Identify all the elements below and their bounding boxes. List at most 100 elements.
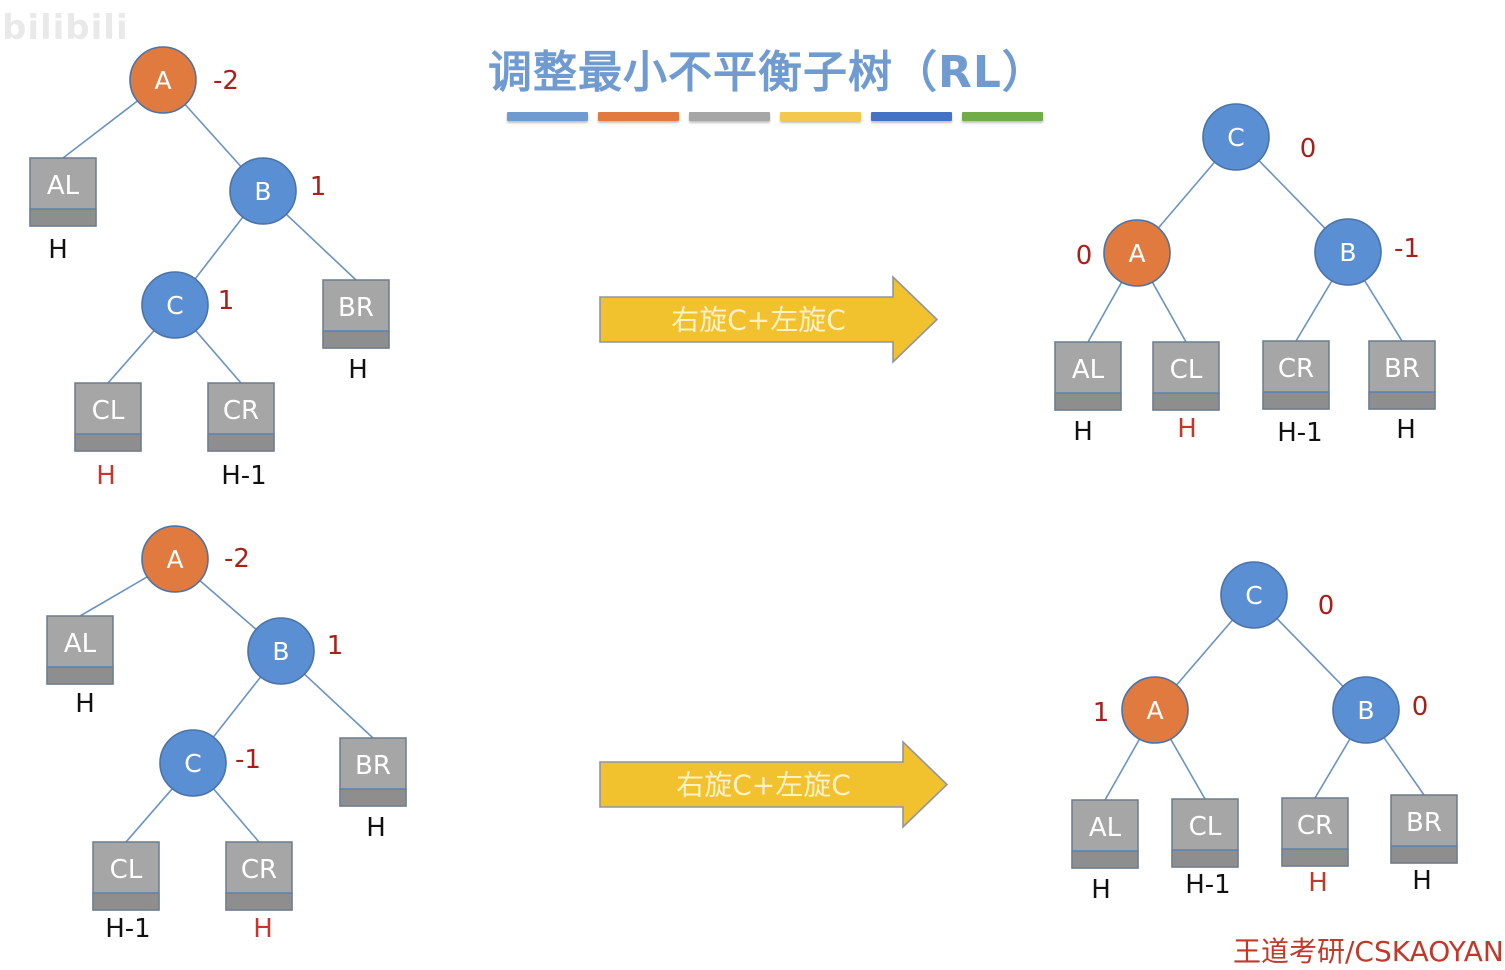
- bottom-after-edge-C-B: [1276, 618, 1344, 687]
- top-after-subtree-BR-base: [1368, 391, 1436, 410]
- top-after-subtree-CL-label: CL: [1170, 355, 1203, 385]
- top-after-edge-C-B: [1258, 160, 1326, 229]
- bottom-after-subtree-BR-height: H: [1412, 866, 1432, 896]
- footer-credit: 王道考研/CSKAOYAN: [1233, 935, 1504, 968]
- top-after-node-B-label: B: [1339, 238, 1356, 267]
- bottom-before-edge-B-BR: [303, 673, 374, 739]
- color-bar-6: [962, 112, 1043, 121]
- bottom-after-node-B: [1332, 676, 1400, 744]
- top-after-subtree-CR-label: CR: [1278, 354, 1314, 384]
- bottom-before-node-A-label: A: [166, 545, 183, 574]
- bottom-before-node-C: [159, 729, 227, 797]
- top-before-subtree-AL-base: [29, 208, 97, 227]
- top-after-node-A-balance: 0: [1076, 241, 1093, 271]
- bottom-after-subtree-CL-height: H-1: [1185, 870, 1230, 900]
- bottom-before-node-B-balance: 1: [327, 631, 344, 661]
- top-before-subtree-BR-height: H: [348, 355, 368, 385]
- bottom-after-subtree-CL-label: CL: [1189, 812, 1222, 842]
- top-after-subtree-BR-height: H: [1396, 415, 1416, 445]
- top-before-node-C: [141, 271, 209, 339]
- top-before-edge-A-AL: [62, 100, 138, 159]
- top-after-subtree-CR-height: H-1: [1277, 418, 1322, 448]
- top-after-subtree-CL-base: [1152, 392, 1220, 411]
- bottom-before-node-B: [247, 617, 315, 685]
- top-after-subtree-CL-height: H: [1177, 414, 1197, 444]
- top-after-node-A: [1103, 219, 1171, 287]
- top-after-edge-B-CR: [1295, 280, 1333, 342]
- top-after-node-B: [1314, 218, 1382, 286]
- bottom-after-subtree-BR-base: [1390, 845, 1458, 864]
- bottom-before-subtree-BR-label: BR: [355, 751, 391, 781]
- top-before-subtree-AL-label: AL: [47, 171, 80, 201]
- top-before-subtree-BR-label: BR: [338, 293, 374, 323]
- bottom-before-subtree-BR-height: H: [366, 813, 386, 843]
- bottom-before-subtree-BR-base: [339, 788, 407, 807]
- top-before-node-B: [229, 157, 297, 225]
- top-after-node-C-balance: 0: [1300, 134, 1317, 164]
- bottom-before-edge-A-AL: [79, 576, 148, 617]
- top-before-node-A-balance: -2: [213, 66, 239, 96]
- top-before-edge-B-BR: [285, 213, 357, 281]
- bottom-after-subtree-AL-height: H: [1091, 875, 1111, 905]
- watermark-logo: bilibili: [2, 8, 129, 48]
- top-after-edge-B-BR: [1363, 280, 1403, 342]
- bottom-before-subtree-CR-label: CR: [241, 855, 277, 885]
- bottom-after-subtree-AL-base: [1071, 850, 1139, 869]
- bottom-after-subtree-CR-base: [1281, 848, 1349, 867]
- bottom-before-subtree-AL-height: H: [75, 689, 95, 719]
- top-before-node-B-balance: 1: [310, 172, 327, 202]
- top-before-subtree-CL-base: [74, 433, 142, 452]
- bottom-before-subtree-AL-base: [46, 666, 114, 685]
- top-after-subtree-AL-height: H: [1073, 417, 1093, 447]
- bottom-before-node-A: [141, 525, 209, 593]
- top-before-subtree-CR-base: [207, 433, 275, 452]
- color-bar-1: [507, 112, 588, 121]
- top-after-subtree-AL-label: AL: [1072, 355, 1105, 385]
- bottom-after-subtree-AL-label: AL: [1089, 813, 1122, 843]
- top-after-node-C-label: C: [1227, 123, 1244, 152]
- top-before-edge-C-CR: [195, 330, 242, 384]
- bottom-before-subtree-AL-label: AL: [64, 629, 97, 659]
- bottom-after-node-B-label: B: [1357, 696, 1374, 725]
- bottom-before-subtree-CL-label: CL: [110, 855, 143, 885]
- bottom-after-edge-B-BR: [1383, 737, 1425, 796]
- top-before-subtree-CL-height: H: [96, 461, 116, 491]
- rotation-arrow-2-label: 右旋C+左旋C: [676, 769, 851, 802]
- bottom-after-node-C-label: C: [1245, 581, 1262, 610]
- bottom-after-node-B-balance: 0: [1412, 692, 1429, 722]
- color-bar-5: [871, 112, 952, 121]
- bottom-before-subtree-CR-base: [225, 892, 293, 911]
- top-after-edge-A-CL: [1151, 281, 1187, 343]
- bottom-after-node-A-balance: 1: [1093, 698, 1110, 728]
- top-before-node-A-label: A: [154, 66, 171, 95]
- bottom-after-node-A-label: A: [1146, 696, 1163, 725]
- bottom-before-node-C-label: C: [184, 749, 201, 778]
- top-after-edge-A-AL: [1087, 281, 1123, 343]
- color-bar-2: [598, 112, 679, 121]
- top-before-edge-C-CL: [107, 330, 155, 384]
- color-bar-3: [689, 112, 770, 121]
- bottom-after-node-C: [1220, 561, 1288, 629]
- bottom-before-node-A-balance: -2: [224, 544, 250, 574]
- rotation-arrow-1: [599, 275, 939, 364]
- bottom-before-node-B-label: B: [272, 637, 289, 666]
- bottom-after-node-A: [1121, 676, 1189, 744]
- top-after-node-A-label: A: [1128, 239, 1145, 268]
- bottom-before-edge-B-C: [212, 676, 262, 738]
- rotation-arrow-1-label: 右旋C+左旋C: [671, 304, 846, 337]
- top-after-subtree-CR-base: [1262, 391, 1330, 410]
- bottom-after-subtree-BR-label: BR: [1406, 808, 1442, 838]
- top-after-node-B-balance: -1: [1394, 234, 1420, 264]
- top-before-node-B-label: B: [254, 177, 271, 206]
- top-after-subtree-AL-base: [1054, 392, 1122, 411]
- top-before-subtree-CR-height: H-1: [221, 461, 266, 491]
- bottom-after-edge-A-CL: [1169, 738, 1206, 800]
- bottom-before-edge-C-CL: [125, 788, 173, 843]
- top-before-subtree-CR-label: CR: [223, 396, 259, 426]
- top-after-edge-C-A: [1157, 161, 1216, 229]
- top-before-node-C-label: C: [166, 291, 183, 320]
- top-before-subtree-CL-label: CL: [92, 396, 125, 426]
- bottom-after-node-C-balance: 0: [1318, 591, 1335, 621]
- bottom-before-edge-C-CR: [212, 788, 260, 843]
